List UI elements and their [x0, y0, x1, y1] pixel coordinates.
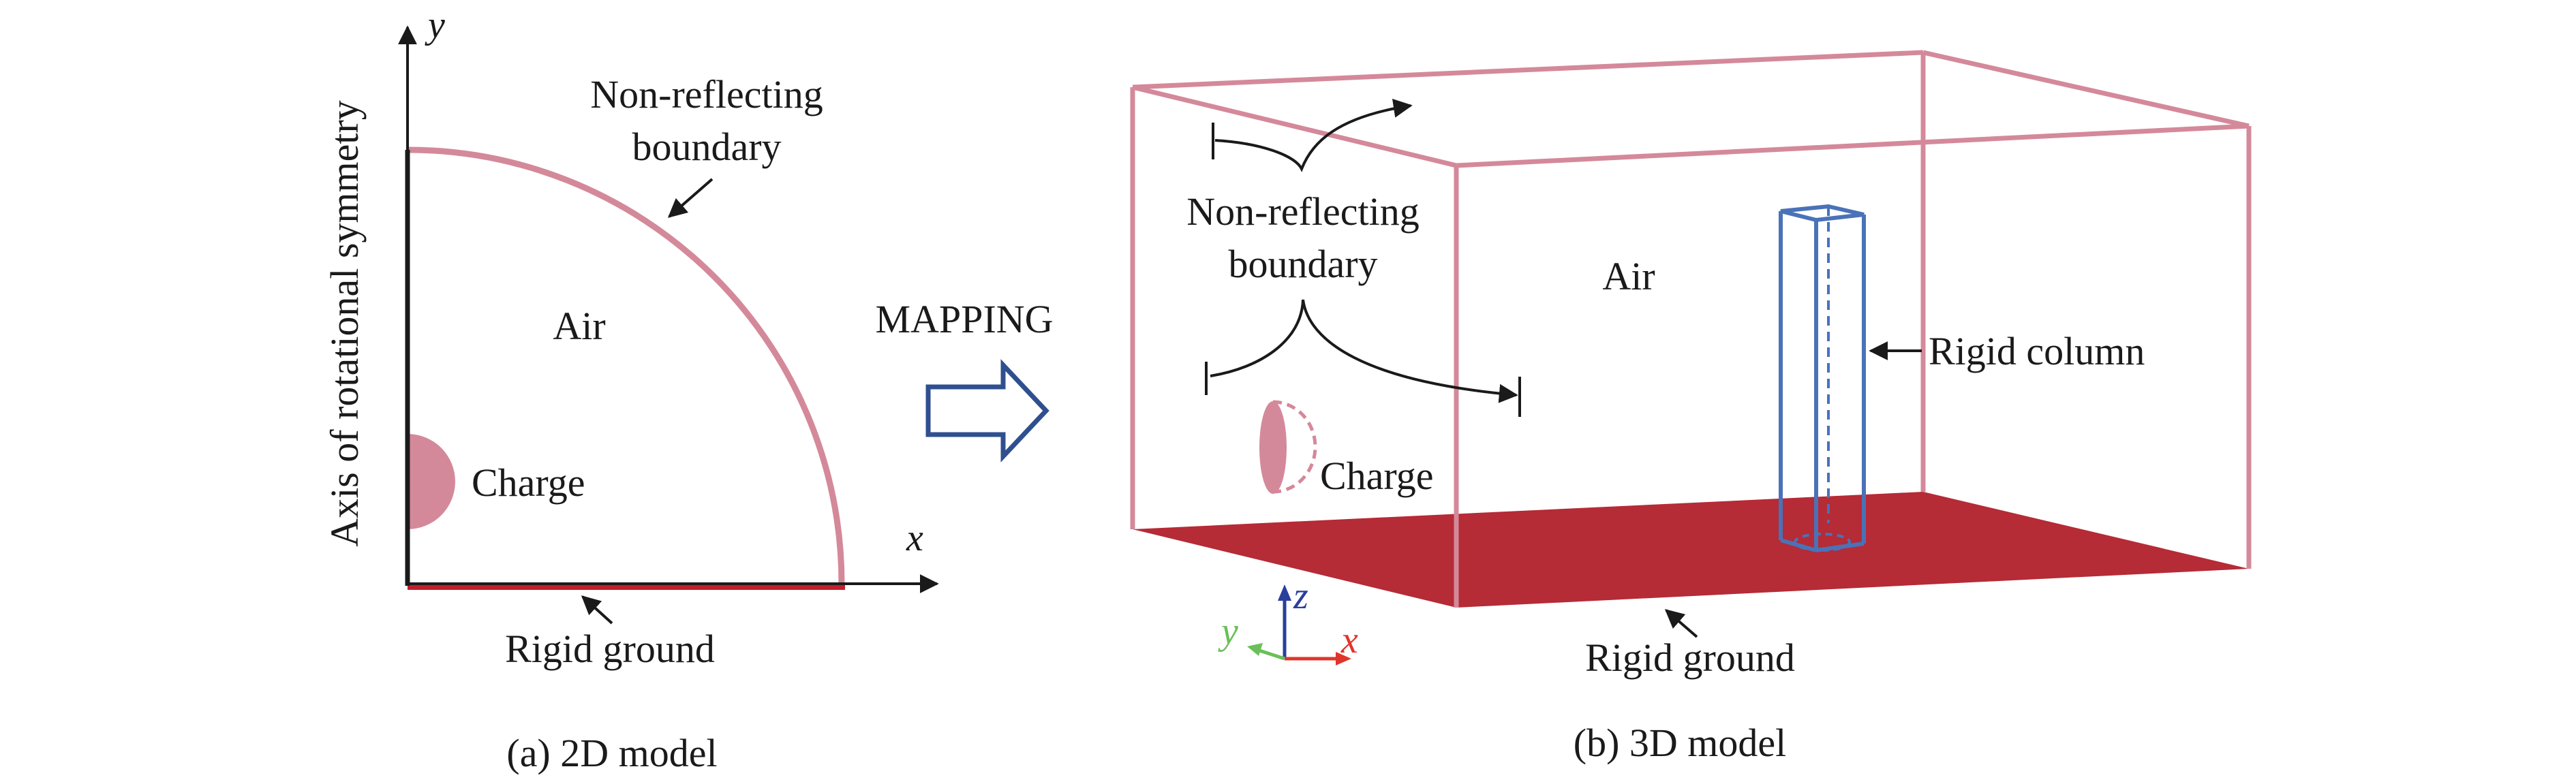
- triad-z-label: z: [1293, 575, 1308, 617]
- caption-2d: (a) 2D model: [506, 731, 717, 775]
- caption-3d: (b) 3D model: [1574, 721, 1787, 765]
- rigid-ground-plane-3d: [1133, 492, 2249, 608]
- ground-pointer-arrow-2d: [581, 595, 613, 625]
- boundary-dimension-marks: [1205, 99, 1521, 417]
- boundary-label-2d-line2: boundary: [632, 125, 781, 169]
- y-axis-label: y: [425, 4, 445, 46]
- non-reflecting-boundary-arc: [407, 146, 845, 584]
- charge-shape-3d: [1259, 400, 1317, 494]
- air-label-3d: Air: [1602, 254, 1655, 298]
- coordinate-triad-icon: z x y: [1218, 575, 1358, 665]
- ground-label-2d: Rigid ground: [505, 627, 715, 671]
- column-label-3d: Rigid column: [1929, 329, 2145, 373]
- triad-x-label: x: [1340, 619, 1358, 661]
- x-axis-label: x: [906, 517, 923, 559]
- ground-pointer-arrow-3d: [1664, 609, 1698, 638]
- boundary-label-3d-line1: Non-reflecting: [1186, 189, 1419, 234]
- ground-label-3d: Rigid ground: [1585, 636, 1795, 680]
- rigid-column-3d: [1779, 204, 1866, 552]
- charge-label-2d: Charge: [472, 460, 585, 505]
- panel-3d: Non-reflecting boundary Air Rigid column…: [1130, 50, 2252, 765]
- mapping-group: MAPPING: [875, 297, 1054, 462]
- triad-y-label: y: [1218, 610, 1238, 653]
- air-label-2d: Air: [553, 304, 605, 348]
- mapping-arrow-icon: [925, 359, 1049, 462]
- boundary-label-3d-line2: boundary: [1228, 242, 1377, 286]
- charge-label-3d: Charge: [1320, 454, 1433, 498]
- charge-shape-2d: [408, 434, 455, 529]
- symmetry-axis-label: Axis of rotational symmetry: [322, 100, 367, 547]
- panel-2d: y x Axis of rotational symmetry Non-refl…: [322, 4, 939, 775]
- boundary-label-2d-line1: Non-reflecting: [590, 72, 823, 116]
- mapping-label: MAPPING: [875, 297, 1053, 341]
- boundary-pointer-arrow-2d: [667, 178, 714, 218]
